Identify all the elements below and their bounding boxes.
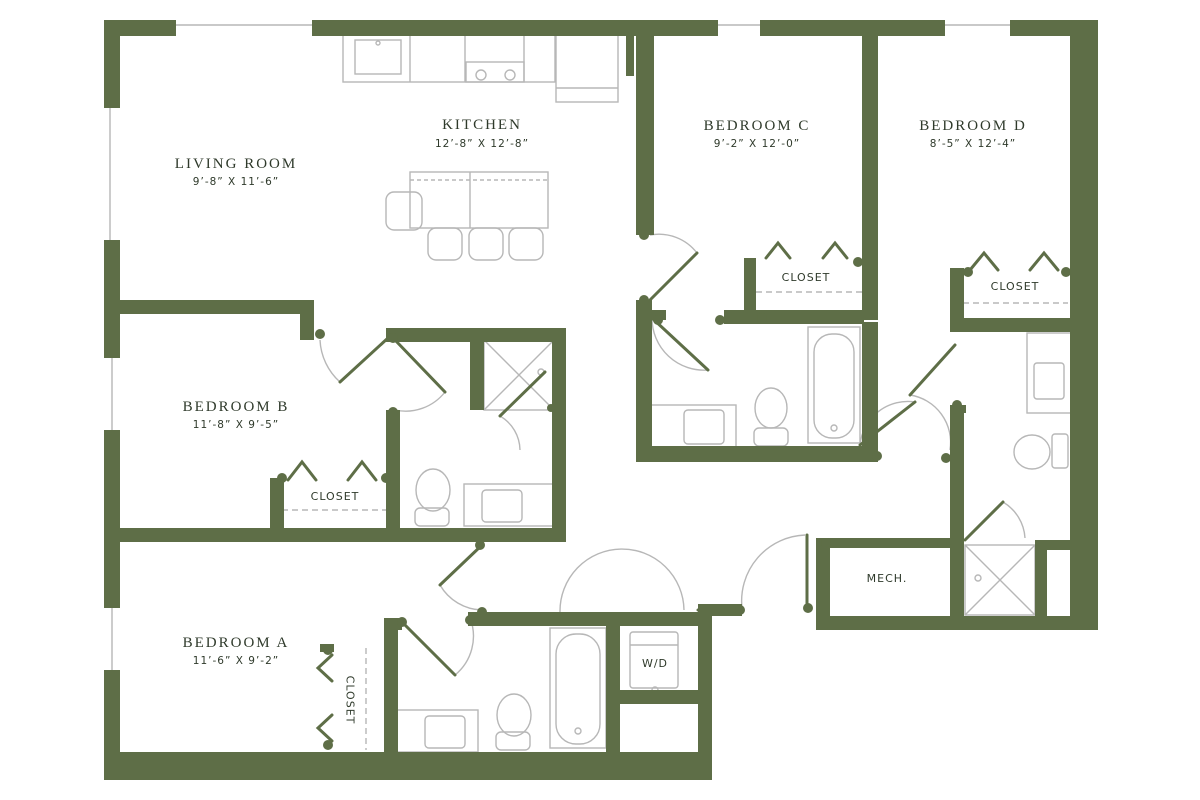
bedroom-c-dims: 9’-2” X 12’-0”	[713, 138, 801, 150]
kitchen-name: KITCHEN	[442, 117, 522, 133]
bath-d-fixtures	[964, 332, 1072, 616]
bath-c-fixtures	[649, 326, 861, 448]
bath-b-fixtures	[414, 339, 557, 527]
bedroom-b-name: BEDROOM B	[182, 399, 290, 415]
bedroom-d-dims: 8’-5” X 12’-4”	[929, 138, 1017, 150]
doors	[286, 240, 1060, 743]
living-room-dims: 9’-8” X 11’-6”	[192, 176, 280, 188]
wd-label: W/D	[641, 657, 669, 670]
living-room-name: LIVING ROOM	[174, 156, 298, 172]
mech-label: MECH.	[866, 572, 908, 585]
kitchen-island	[385, 171, 549, 261]
bedroom-c-name: BEDROOM C	[703, 118, 811, 134]
closet-b-label: CLOSET	[310, 490, 360, 503]
closet-rods	[282, 291, 1068, 750]
door-swings	[319, 233, 1026, 676]
kitchen-counter	[342, 33, 619, 103]
windows	[109, 24, 1010, 670]
kitchen-dims: 12’-8” X 12’-8”	[434, 138, 530, 150]
closet-c-label: CLOSET	[781, 271, 831, 284]
bedroom-a-name: BEDROOM A	[182, 635, 290, 651]
bedroom-a-dims: 11’-6” X 9’-2”	[192, 655, 280, 667]
door-jambs	[277, 230, 1071, 750]
closet-d-label: CLOSET	[990, 280, 1040, 293]
closet-a-label: CLOSET	[343, 675, 357, 725]
bedroom-b-dims: 11’-8” X 9’-5”	[192, 419, 280, 431]
bath-a-fixtures	[395, 627, 679, 753]
fixtures	[109, 24, 1072, 753]
bedroom-d-name: BEDROOM D	[919, 118, 1027, 134]
